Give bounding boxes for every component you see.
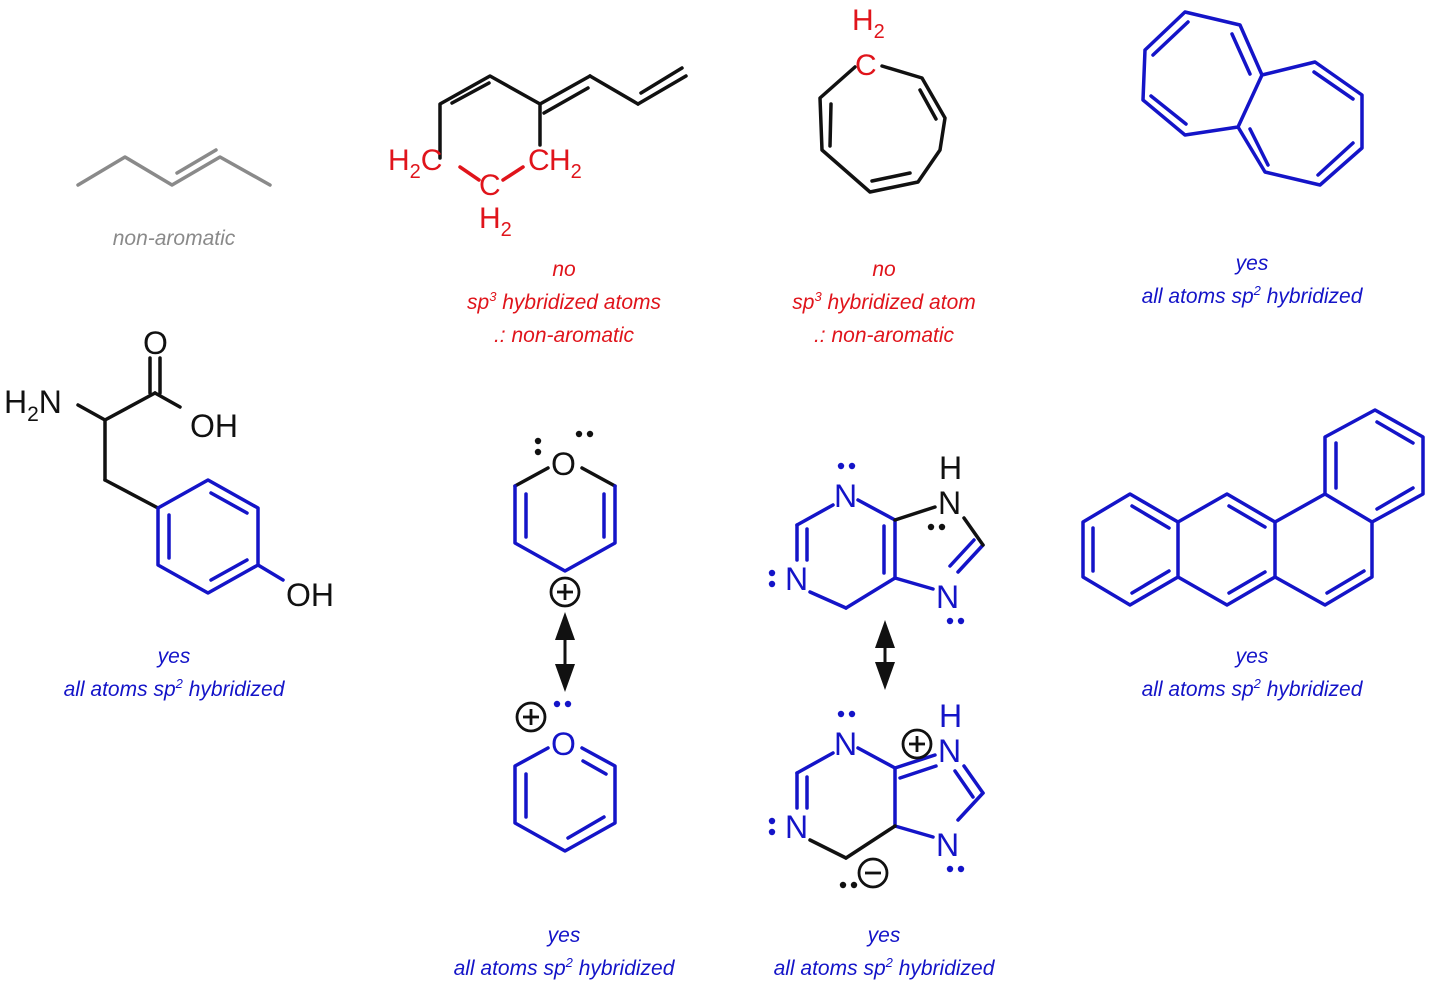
atom-label-n9h: N (938, 485, 961, 521)
lone-pair-carbanion (839, 881, 858, 889)
caption-pentene: non-aromatic (84, 222, 264, 255)
caption-pyranium-line2: all atoms sp2 hybridized (453, 955, 675, 980)
caption-heptalene: yes all atoms sp2 hybridized (1102, 247, 1402, 313)
purine-top-atoms: N N N H N (768, 450, 965, 625)
caption-cycloheptatriene-line1: no (872, 258, 896, 281)
purine-bottom-structure (795, 746, 985, 860)
atom-label-n9hb: N (938, 733, 961, 769)
lone-pair-n9h-top (927, 523, 946, 531)
caption-heptalene-lower: yes all atoms sp2 hybridized (1102, 640, 1402, 706)
atom-label-h2-right: H2 (549, 144, 582, 183)
caption-tetraphene-line1: yes (1235, 645, 1269, 668)
caption-purine: yes all atoms sp2 hybridized (734, 919, 1034, 985)
atom-label-h2n: H2N (4, 384, 62, 426)
caption-pyranium-line1: yes (547, 924, 581, 947)
atom-label-n1b: N (834, 726, 857, 762)
pentene-structure (76, 148, 272, 187)
caption-cyclohexadiene-line2: sp3 hybridized atoms (467, 289, 661, 314)
atom-label-n3: N (785, 561, 808, 597)
caption-heptalene-line2: all atoms sp2 hybridized (1141, 283, 1363, 308)
caption-tyrosine: yes all atoms sp2 hybridized (24, 640, 324, 706)
caption-tyrosine-line1: yes (157, 645, 191, 668)
resonance-arrow-purine (875, 620, 895, 690)
caption-purine-line1: yes (867, 924, 901, 947)
lone-pair-o-top (534, 430, 594, 456)
atom-label-c-top: C (855, 49, 877, 82)
lone-pairs-purine-bottom (768, 710, 965, 873)
tyrosine-atoms: H2N O OH OH (4, 325, 334, 613)
atom-label-h2-bottom: H2 (479, 202, 512, 241)
plus-charge-bottom (515, 701, 547, 733)
tetraphene-structure (1081, 408, 1425, 607)
pyranium-top-structure (513, 466, 617, 573)
atom-label-c-right: C (528, 144, 550, 177)
tyrosine-structure (76, 356, 285, 595)
atom-label-o-bottom: O (551, 726, 576, 762)
caption-cyclohexadiene-line1: no (552, 258, 576, 281)
atom-label-n7b: N (936, 827, 959, 863)
cyclohexadiene-diene-atoms: H2C C H2 C H2 (388, 144, 582, 241)
caption-tyrosine-line2: all atoms sp2 hybridized (63, 676, 285, 701)
purine-bottom-atoms: N N N H N (768, 698, 965, 889)
atom-label-o-top: O (551, 446, 576, 482)
atom-label-n7: N (936, 579, 959, 615)
caption-cycloheptatriene-line3: .: non-aromatic (813, 324, 955, 347)
cyclohexadiene-diene-structure (438, 66, 688, 182)
atom-label-h9: H (939, 450, 962, 486)
pyrylium-bottom-atoms: O (515, 700, 576, 762)
atom-label-h9b: H (939, 698, 962, 734)
atom-label-h2c-left: H2C (388, 144, 442, 183)
caption-cyclohexadiene: no sp3 hybridized atoms .: non-aromatic (414, 253, 714, 352)
pyrylium-bottom-structure (513, 746, 617, 853)
caption-cyclohexadiene-line3: .: non-aromatic (493, 324, 635, 347)
caption-cycloheptatriene-line2: sp3 hybridized atom (792, 289, 976, 314)
purine-top-structure (795, 498, 985, 610)
atom-label-h2-top: H2 (852, 4, 885, 43)
caption-pentene-line1: non-aromatic (112, 227, 236, 250)
caption-cycloheptatriene: no sp3 hybridized atom .: non-aromatic (734, 253, 1034, 352)
atom-label-c-bottom: C (479, 169, 501, 202)
atom-label-n3b: N (785, 809, 808, 845)
cycloheptatriene-structure (818, 64, 947, 194)
lone-pair-o-bottom (553, 700, 572, 708)
caption-heptalene-line1: yes (1235, 252, 1269, 275)
atom-label-oh-phenol: OH (286, 577, 334, 613)
minus-charge-purine (857, 857, 889, 889)
atom-label-n1: N (834, 478, 857, 514)
cycloheptatriene-atoms: C H2 (852, 4, 885, 82)
resonance-arrow-pyranium (555, 612, 575, 692)
atom-label-oh-acid: OH (190, 408, 238, 444)
caption-tetraphene-line2: all atoms sp2 hybridized (1141, 676, 1363, 701)
atom-label-o-carbonyl: O (143, 325, 168, 361)
pyranium-top-atoms: O (534, 430, 594, 608)
caption-purine-line2: all atoms sp2 hybridized (773, 955, 995, 980)
plus-charge-top (549, 576, 581, 608)
heptalene-structure (1141, 10, 1364, 187)
plus-charge-purine (901, 728, 933, 760)
caption-pyranium: yes all atoms sp2 hybridized (414, 919, 714, 985)
lone-pairs-purine-top (768, 462, 965, 625)
